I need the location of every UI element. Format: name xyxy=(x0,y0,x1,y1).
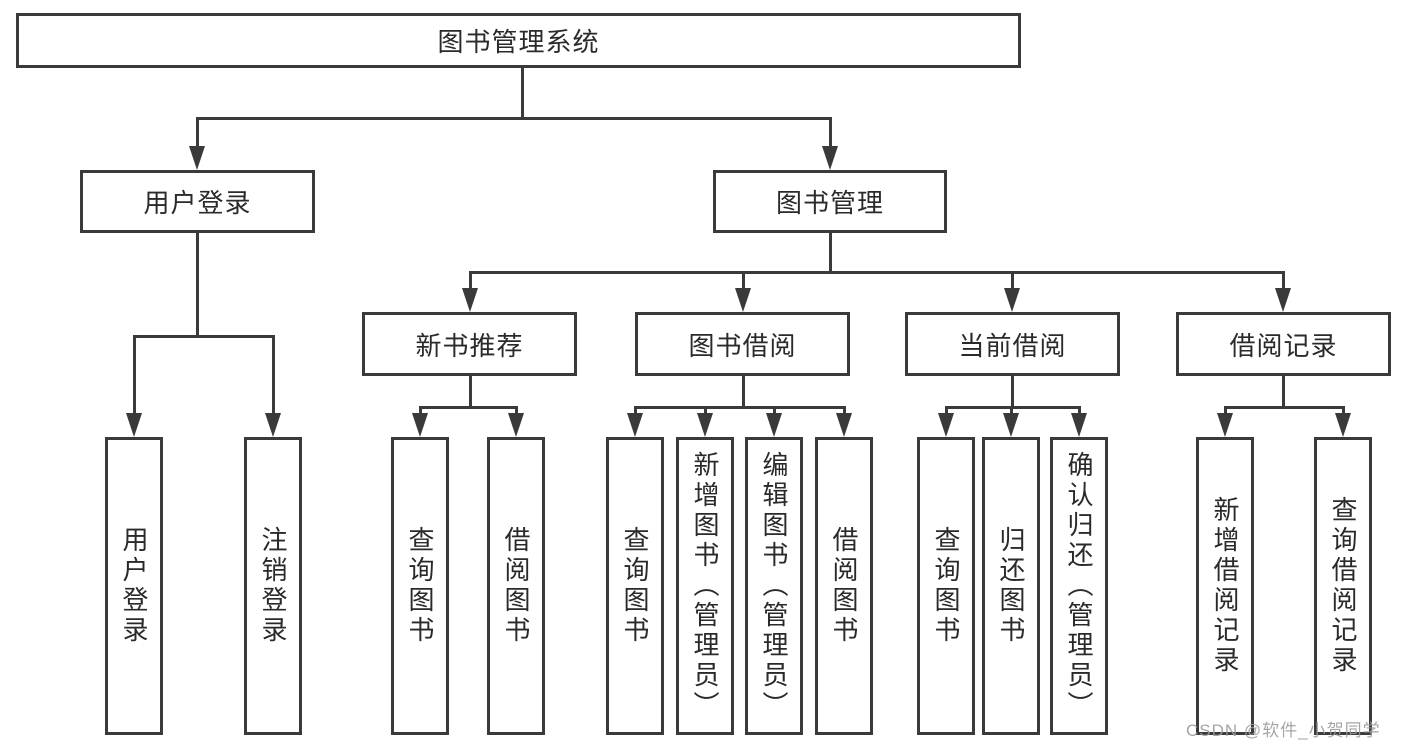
connector-to-current xyxy=(1011,272,1014,292)
connector-leaf-stem xyxy=(843,407,846,417)
connector-leaf-stem xyxy=(1010,407,1013,417)
node-current-borrow: 当前借阅 xyxy=(905,312,1120,376)
connector-current-rail xyxy=(945,406,1081,409)
arrow-down-icon xyxy=(1217,413,1233,437)
connector-level3-rail xyxy=(469,271,1285,274)
connector-login-rail xyxy=(133,335,275,338)
connector-leaf-stem xyxy=(515,407,518,417)
arrow-down-icon xyxy=(508,413,524,437)
connector-records-stem xyxy=(1282,376,1285,409)
arrow-down-icon xyxy=(836,413,852,437)
node-new-book-recommend: 新书推荐 xyxy=(362,312,577,376)
leaf-user-login: 用户登录 xyxy=(105,437,163,735)
leaf-return-book: 归还图书 xyxy=(982,437,1040,735)
connector-leaf-stem xyxy=(419,407,422,417)
connector-to-leaf-user-login xyxy=(133,336,136,417)
leaf-recommend-query-book: 查询图书 xyxy=(391,437,449,735)
arrow-down-icon xyxy=(126,413,142,437)
connector-login-stem xyxy=(196,233,199,338)
arrow-down-icon xyxy=(1275,288,1291,312)
connector-leaf-stem xyxy=(1342,407,1345,417)
leaf-recommend-borrow-book: 借阅图书 xyxy=(487,437,545,735)
connector-to-borrow xyxy=(742,272,745,292)
connector-borrow-rail xyxy=(634,406,846,409)
node-user-login: 用户登录 xyxy=(80,170,315,233)
connector-leaf-stem xyxy=(945,407,948,417)
connector-leaf-stem xyxy=(773,407,776,417)
connector-root-stem xyxy=(521,68,524,120)
connector-to-book-management xyxy=(829,118,832,150)
arrow-down-icon xyxy=(1335,413,1351,437)
connector-records-rail xyxy=(1224,406,1345,409)
connector-level2-rail xyxy=(196,117,832,120)
node-borrow-records: 借阅记录 xyxy=(1176,312,1391,376)
leaf-query-borrow-record: 查询借阅记录 xyxy=(1314,437,1372,735)
connector-leaf-stem xyxy=(704,407,707,417)
arrow-down-icon xyxy=(189,146,205,170)
arrow-down-icon xyxy=(1071,413,1087,437)
node-book-borrow: 图书借阅 xyxy=(635,312,850,376)
arrow-down-icon xyxy=(766,413,782,437)
leaf-add-borrow-record: 新增借阅记录 xyxy=(1196,437,1254,735)
arrow-down-icon xyxy=(1004,288,1020,312)
connector-borrow-stem xyxy=(742,376,745,409)
arrow-down-icon xyxy=(412,413,428,437)
arrow-down-icon xyxy=(462,288,478,312)
node-root: 图书管理系统 xyxy=(16,13,1021,68)
leaf-confirm-return-admin: 确认归还（管理员） xyxy=(1050,437,1108,735)
connector-leaf-stem xyxy=(1224,407,1227,417)
leaf-borrow-book: 借阅图书 xyxy=(815,437,873,735)
connector-to-leaf-logout xyxy=(272,336,275,417)
node-book-management: 图书管理 xyxy=(713,170,947,233)
arrow-down-icon xyxy=(822,146,838,170)
connector-to-records xyxy=(1282,272,1285,292)
connector-to-recommend xyxy=(469,272,472,292)
arrow-down-icon xyxy=(1003,413,1019,437)
connector-recommend-stem xyxy=(469,376,472,409)
arrow-down-icon xyxy=(265,413,281,437)
connector-leaf-stem xyxy=(634,407,637,417)
arrow-down-icon xyxy=(697,413,713,437)
connector-management-stem xyxy=(829,233,832,274)
leaf-add-book-admin: 新增图书（管理员） xyxy=(676,437,734,735)
connector-leaf-stem xyxy=(1078,407,1081,417)
leaf-edit-book-admin: 编辑图书（管理员） xyxy=(745,437,803,735)
leaf-logout: 注销登录 xyxy=(244,437,302,735)
arrow-down-icon xyxy=(627,413,643,437)
arrow-down-icon xyxy=(735,288,751,312)
leaf-current-query-book: 查询图书 xyxy=(917,437,975,735)
arrow-down-icon xyxy=(938,413,954,437)
csdn-watermark: CSDN @软件_小贺同学 xyxy=(1186,721,1381,740)
connector-to-user-login xyxy=(196,118,199,150)
connector-recommend-rail xyxy=(419,406,518,409)
connector-current-stem xyxy=(1011,376,1014,409)
leaf-borrow-query-book: 查询图书 xyxy=(606,437,664,735)
